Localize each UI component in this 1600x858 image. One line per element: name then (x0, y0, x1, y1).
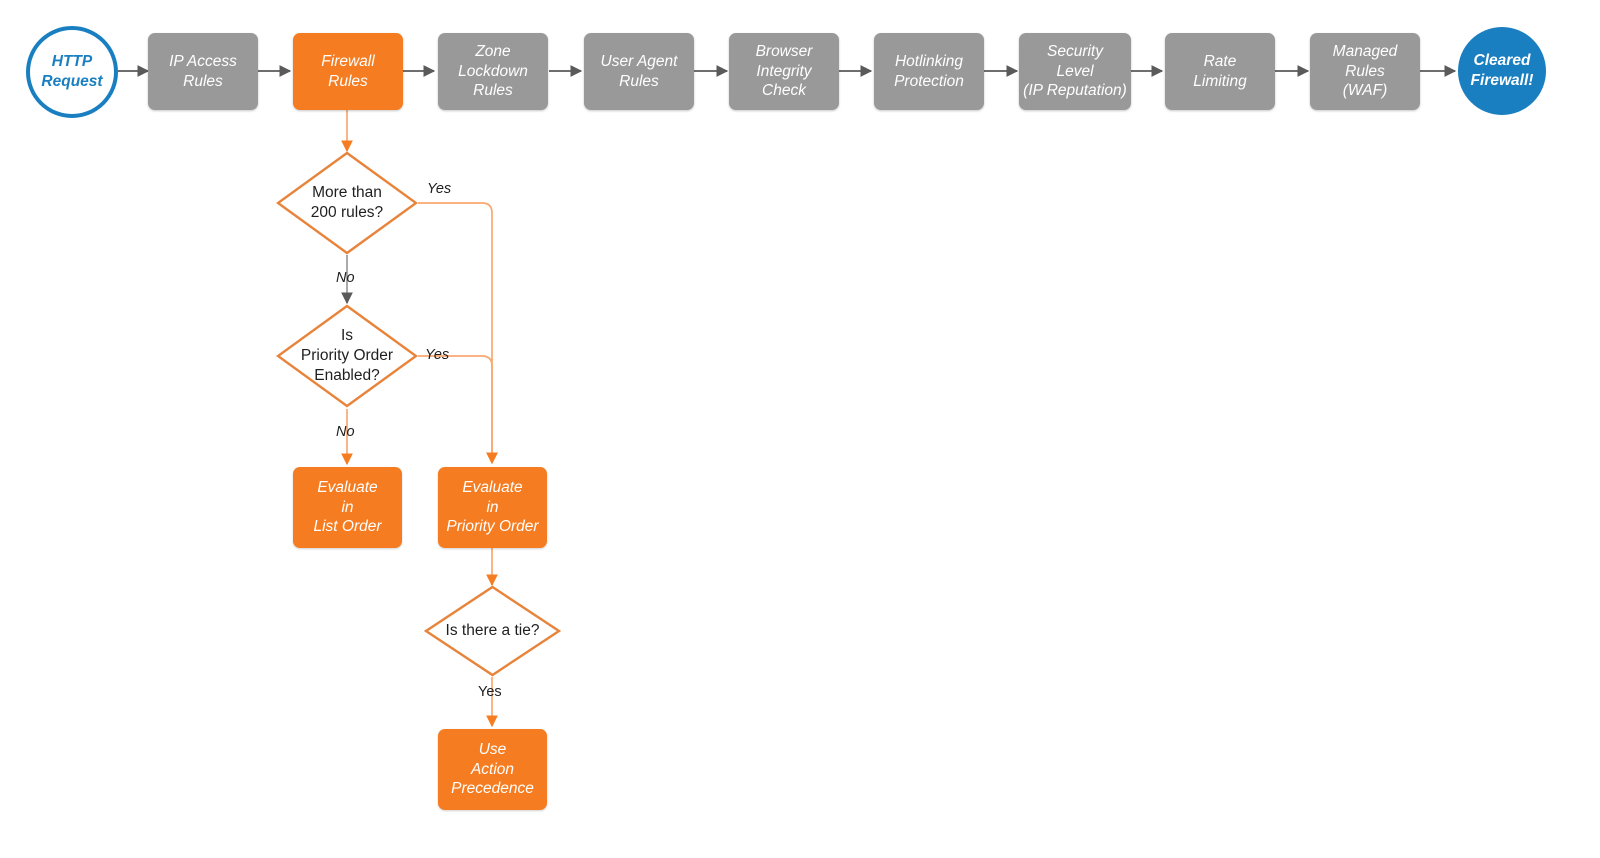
node-http-request[interactable]: HTTP Request (26, 26, 118, 118)
edge-label-200rules-no: No (336, 270, 355, 286)
edge-label-priorityorder-no: No (336, 424, 355, 440)
edge-priorityorder-yes (418, 355, 498, 465)
edge-label-200rules-yes: Yes (427, 181, 452, 197)
edge-200rules-yes (418, 202, 498, 465)
edge-label-priorityorder-yes: Yes (425, 347, 450, 363)
decision-is-there-a-tie[interactable]: Is there a tie? (424, 585, 561, 677)
node-http-request-label: HTTP Request (41, 53, 103, 90)
edge-label-tie-yes: Yes (478, 684, 502, 700)
